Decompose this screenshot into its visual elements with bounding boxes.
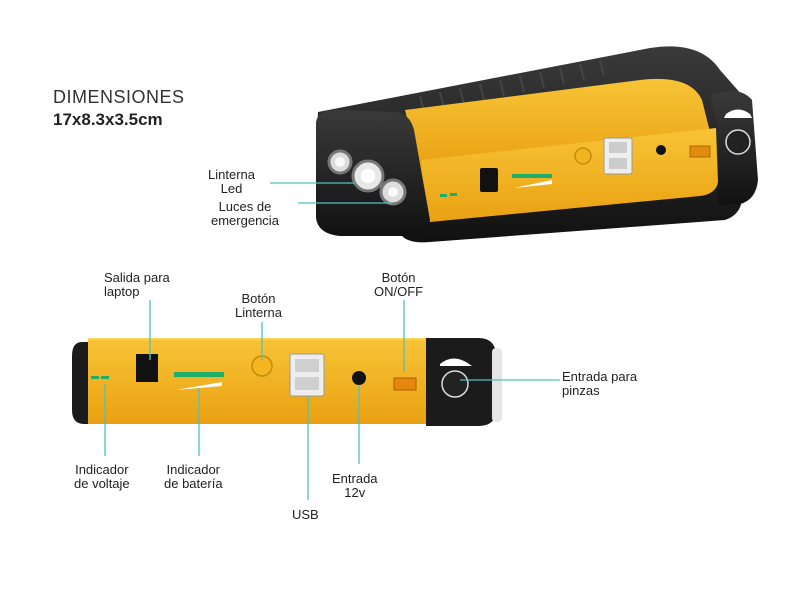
callout-lines [104,182,560,500]
label-line: Botón [241,291,276,306]
label-usb: USB [292,507,319,522]
label-line: Luces de [218,199,272,214]
label-indicador-bateria: Indicador de batería [164,463,223,491]
label-line: Entrada [332,471,378,486]
label-boton-linterna: Botón Linterna [235,292,282,320]
label-line: de batería [164,476,223,491]
label-line: Salida para [104,270,170,285]
label-line: pinzas [562,383,600,398]
label-line: de voltaje [74,476,130,491]
label-line: Botón [381,270,416,285]
label-line: Linterna [235,305,282,320]
label-line: emergencia [211,213,279,228]
label-line: ON/OFF [374,284,424,299]
label-salida-laptop: Salida para laptop [104,271,170,299]
label-line: Indicador [75,462,129,477]
label-line: Indicador [166,462,221,477]
dimensions-title: DIMENSIONES [53,87,185,107]
device-front-view [72,338,502,426]
flashlight-led-icons [327,149,407,206]
label-line: Led [220,181,243,196]
dimensions-value: 17x8.3x3.5cm [53,110,163,129]
device-perspective-view [316,46,758,243]
label-indicador-voltaje: Indicador de voltaje [74,463,130,491]
label-entrada-pinzas: Entrada para pinzas [562,370,637,398]
label-boton-onoff: Botón ON/OFF [374,271,423,299]
label-line: laptop [104,284,140,299]
label-line: 12v [344,485,366,500]
label-line: Entrada para [562,369,638,384]
label-linterna-led: Linterna Led [208,168,255,196]
label-entrada-12v: Entrada 12v [332,472,378,500]
label-line: Linterna [208,167,255,182]
label-luces-emergencia: Luces de emergencia [211,200,279,228]
